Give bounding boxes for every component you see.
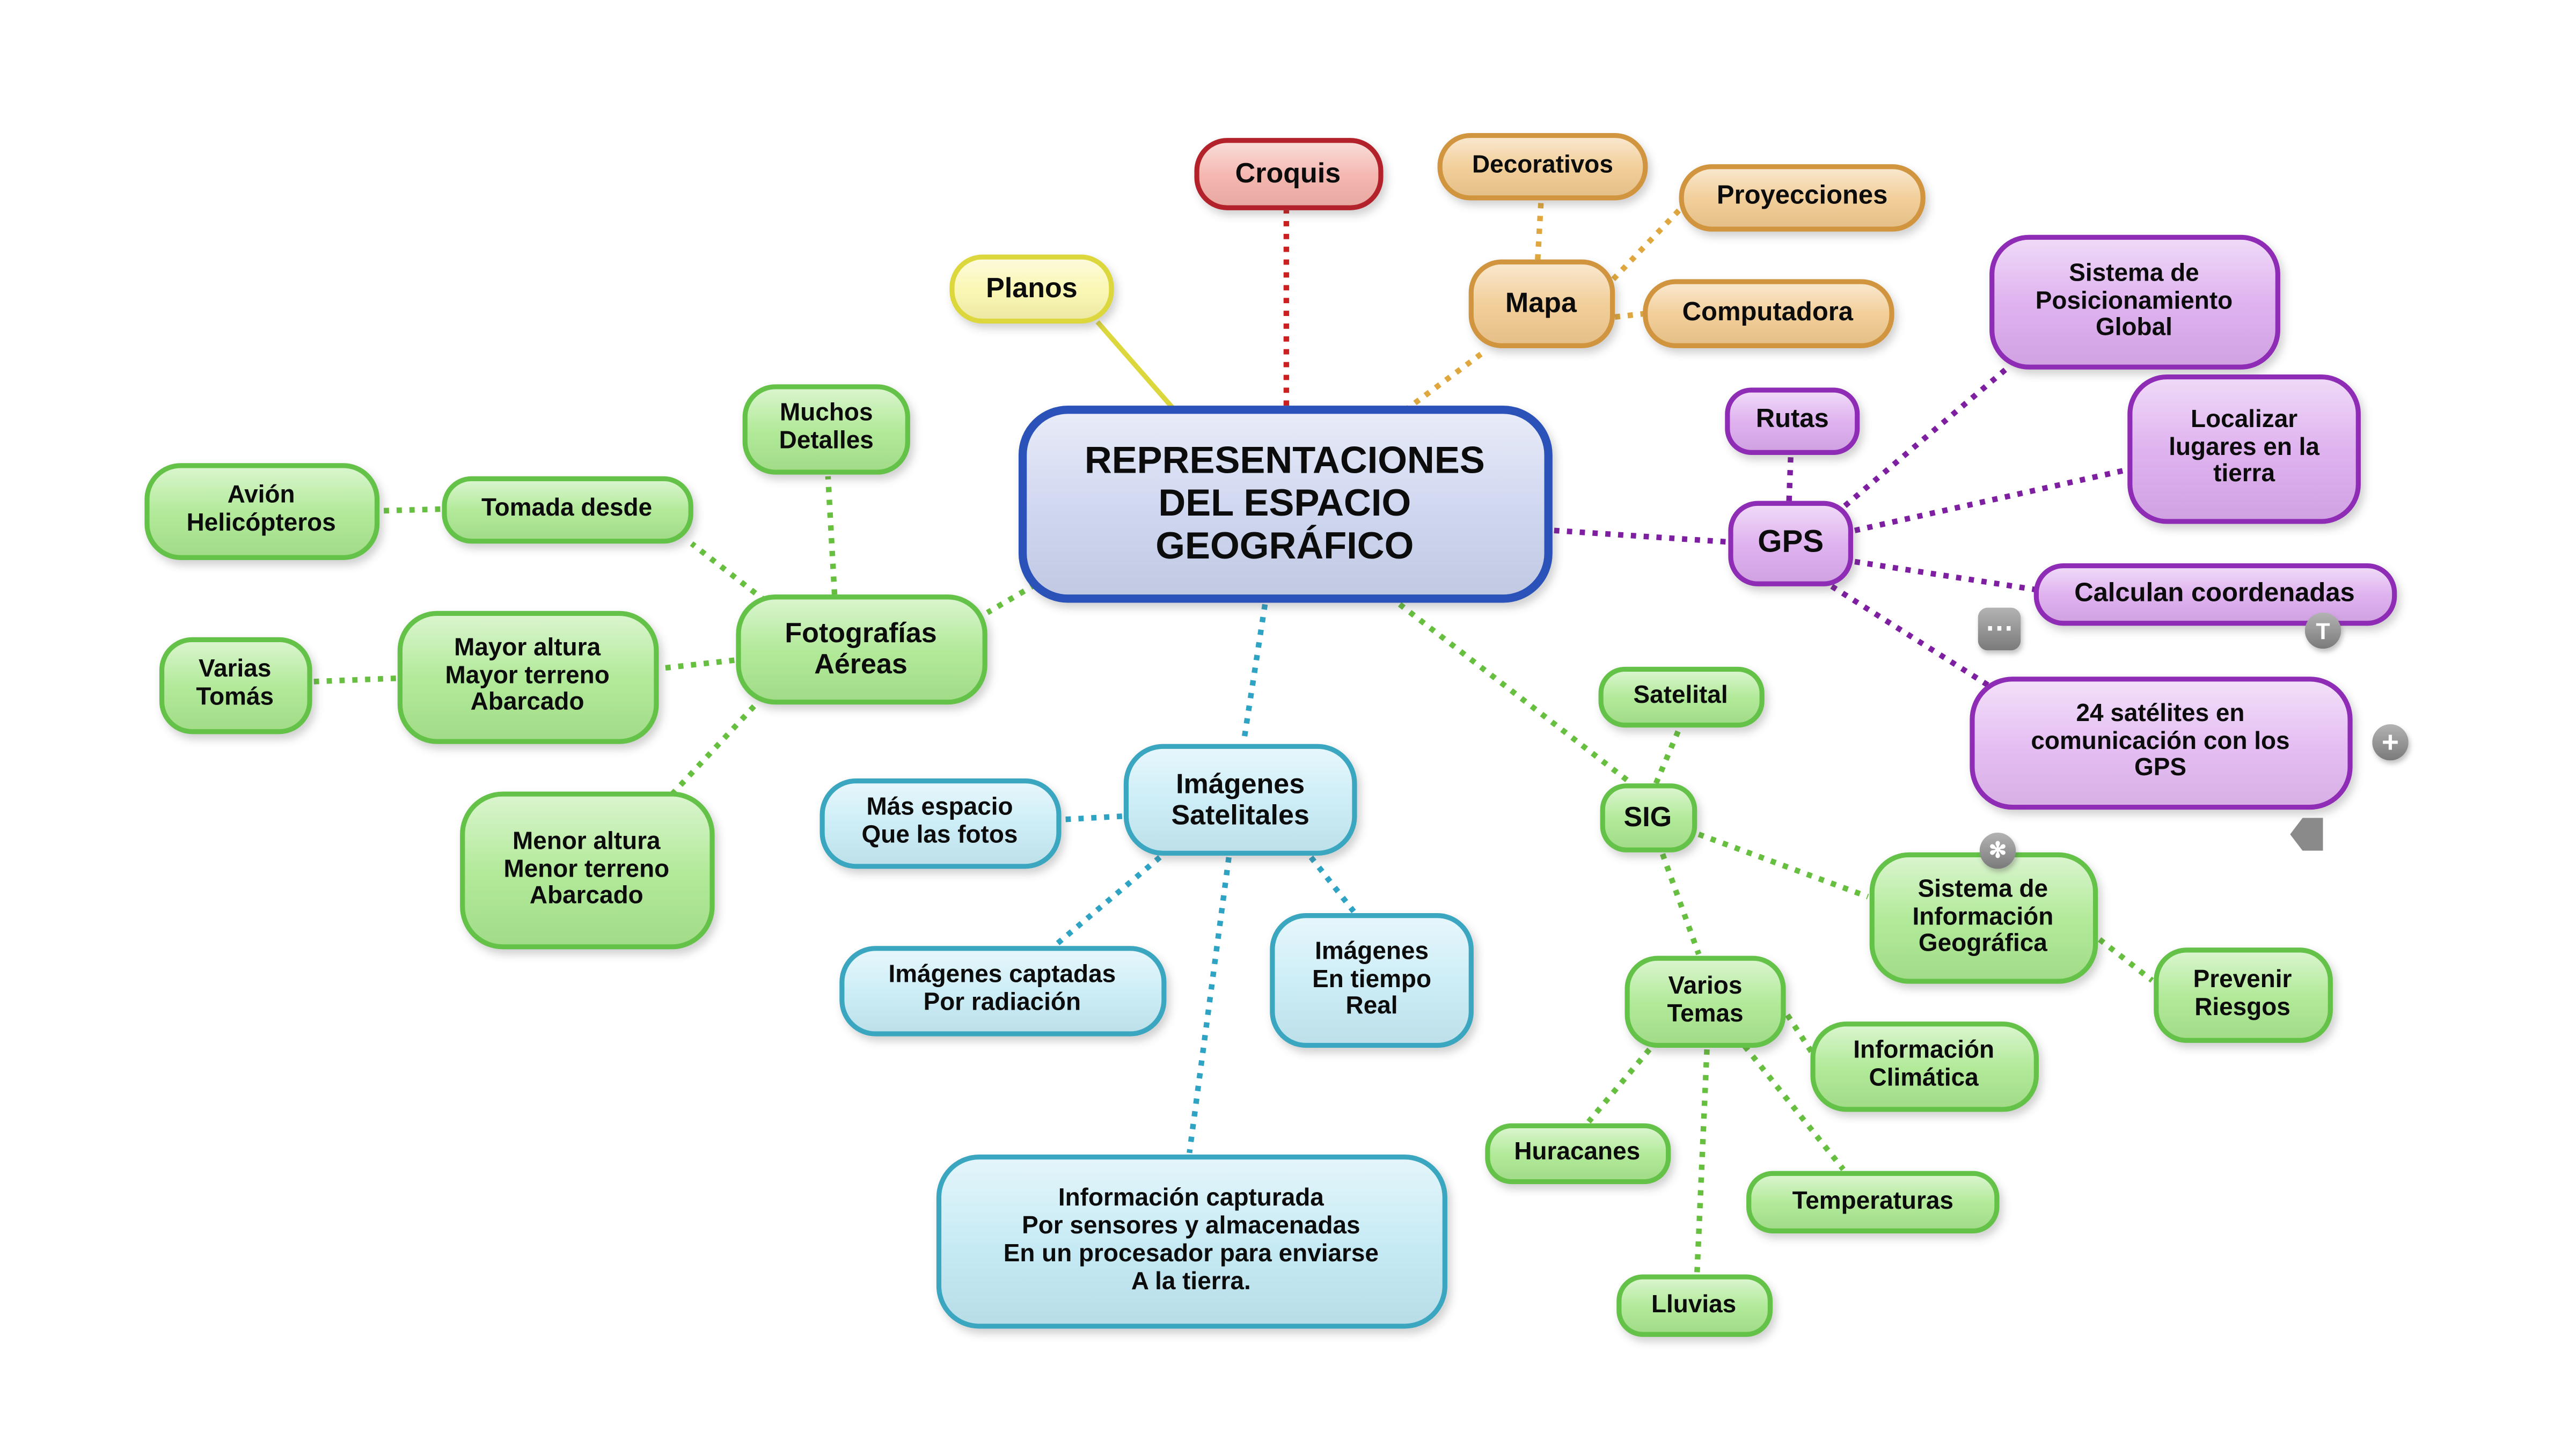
edge-central-imagenes-satelitales	[1241, 604, 1268, 743]
node-sig[interactable]: SIG	[1599, 783, 1696, 852]
edge-gps-calculan-coordenadas	[1854, 558, 2036, 593]
node-mas-espacio[interactable]: Más espacio Que las fotos	[819, 777, 1061, 868]
edge-gps-localizar-lugares	[1854, 467, 2128, 533]
node-mayor-altura[interactable]: Mayor altura Mayor terreno Abarcado	[397, 610, 658, 744]
edge-mapa-decorativos	[1535, 202, 1544, 260]
node-imagenes-captadas[interactable]: Imágenes captadas Por radiación	[838, 945, 1166, 1036]
node-calculan-coordenadas[interactable]: Calculan coordenadas	[2033, 563, 2396, 626]
node-localizar-lugares[interactable]: Localizar lugares en la tierra	[2127, 373, 2361, 523]
edge-tomada-desde-avion-helicopteros	[381, 506, 441, 514]
edge-gps-sistema-posicionamiento	[1843, 365, 2010, 508]
edge-varios-temas-informacion-climatica	[1785, 1013, 1814, 1055]
edge-imagenes-satelitales-mas-espacio	[1063, 813, 1123, 822]
node-proyecciones[interactable]: Proyecciones	[1679, 163, 1926, 231]
node-sistema-posicionamiento[interactable]: Sistema de Posicionamiento Global	[1988, 234, 2280, 370]
edge-varios-temas-huracanes	[1586, 1047, 1652, 1124]
edge-fotografias-aereas-mayor-altura	[660, 657, 735, 672]
node-rutas[interactable]: Rutas	[1725, 386, 1860, 454]
edge-fotografias-aereas-muchos-detalles	[825, 476, 838, 595]
edge-central-mapa	[1403, 347, 1489, 413]
node-croquis[interactable]: Croquis	[1193, 138, 1382, 210]
node-planos[interactable]: Planos	[949, 254, 1114, 324]
edge-varios-temas-lluvias	[1694, 1049, 1710, 1273]
node-satelites-24[interactable]: 24 satélites en comunicación con los GPS	[1968, 675, 2352, 809]
text-tool-icon[interactable]: T	[2304, 612, 2341, 649]
node-temperaturas[interactable]: Temperaturas	[1746, 1171, 2000, 1233]
edge-central-gps	[1554, 527, 1729, 545]
edge-sistema-informacion-geografica-prevenir-riesgos	[2098, 937, 2154, 983]
ellipsis-icon[interactable]: ⋯	[1978, 607, 2021, 651]
edge-fotografias-aereas-menor-altura	[661, 704, 756, 805]
edge-sig-sistema-informacion-geografica	[1697, 832, 1869, 900]
edge-fotografias-aereas-tomada-desde	[690, 541, 767, 604]
edge-imagenes-satelitales-informacion-capturada	[1187, 857, 1232, 1153]
node-imagenes-tiempo-real[interactable]: Imágenes En tiempo Real	[1270, 913, 1474, 1048]
node-varias-tomas[interactable]: Varias Tomás	[158, 636, 312, 733]
edge-central-sig	[1397, 602, 1633, 786]
node-mapa[interactable]: Mapa	[1468, 259, 1614, 348]
node-central[interactable]: REPRESENTACIONES DEL ESPACIO GEOGRÁFICO	[1018, 406, 1552, 603]
edge-gps-rutas	[1786, 456, 1794, 501]
node-varios-temas[interactable]: Varios Temas	[1624, 955, 1786, 1048]
node-computadora[interactable]: Computadora	[1642, 279, 1894, 348]
edge-mapa-proyecciones	[1611, 207, 1683, 281]
node-informacion-climatica[interactable]: Información Climática	[1809, 1020, 2038, 1111]
node-avion-helicopteros[interactable]: Avión Helicópteros	[143, 462, 379, 560]
node-muchos-detalles[interactable]: Muchos Detalles	[742, 383, 910, 474]
node-satelital[interactable]: Satelital	[1598, 666, 1764, 727]
edge-varios-temas-temperaturas	[1742, 1044, 1846, 1171]
edge-sig-satelital	[1653, 728, 1682, 785]
node-tomada-desde[interactable]: Tomada desde	[441, 475, 693, 543]
edge-gps-satelites-24	[1830, 584, 1995, 691]
node-informacion-capturada[interactable]: Información capturada Por sensores y alm…	[935, 1155, 1447, 1329]
edge-central-planos	[1095, 320, 1180, 416]
node-lluvias[interactable]: Lluvias	[1615, 1274, 1772, 1337]
node-prevenir-riesgos[interactable]: Prevenir Riesgos	[2153, 947, 2332, 1043]
node-decorativos[interactable]: Decorativos	[1437, 132, 1648, 200]
node-gps[interactable]: GPS	[1728, 501, 1854, 586]
node-fotografias-aereas[interactable]: Fotografías Aéreas	[735, 593, 987, 704]
node-menor-altura[interactable]: Menor altura Menor terreno Abarcado	[459, 791, 714, 950]
node-imagenes-satelitales[interactable]: Imágenes Satelitales	[1123, 744, 1357, 856]
edge-sig-varios-temas	[1660, 853, 1702, 955]
edge-imagenes-satelitales-imagenes-tiempo-real	[1308, 855, 1356, 914]
node-sistema-informacion-geografica[interactable]: Sistema de Información Geográfica	[1869, 852, 2097, 984]
asterisk-icon[interactable]: ✻	[1979, 833, 2016, 869]
edge-mayor-altura-varias-tomas	[313, 675, 396, 685]
edge-imagenes-satelitales-imagenes-captadas	[1055, 855, 1162, 947]
edge-mapa-computadora	[1614, 311, 1645, 320]
add-icon[interactable]: +	[2372, 724, 2409, 761]
node-huracanes[interactable]: Huracanes	[1484, 1122, 1670, 1184]
